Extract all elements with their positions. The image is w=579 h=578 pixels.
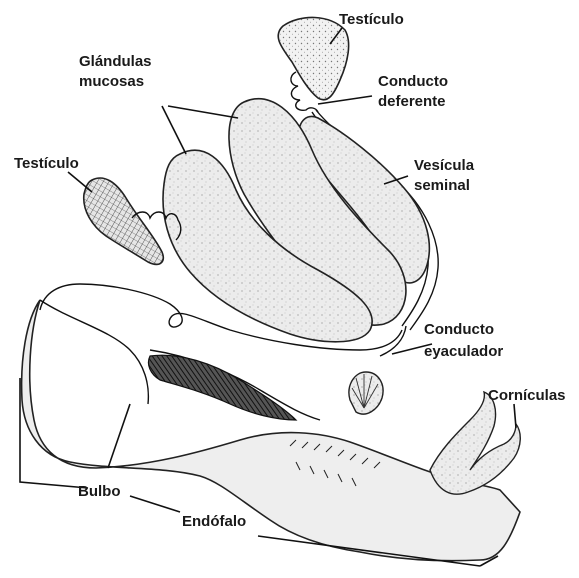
- label-glandulas-line2: mucosas: [79, 73, 144, 90]
- testicle-top-shape: [278, 17, 348, 99]
- label-corniculas: Cornículas: [488, 387, 566, 404]
- bulb-upper-contour: [40, 300, 148, 404]
- label-testiculo-top: Testículo: [339, 11, 404, 28]
- label-conducto-eyaculador-line1: Conducto: [424, 321, 494, 338]
- label-conducto-deferente-line2: deferente: [378, 93, 446, 110]
- label-bulbo: Bulbo: [78, 483, 121, 500]
- bulb-endophallus-body: [22, 300, 520, 561]
- fan-structure: [349, 372, 383, 414]
- label-testiculo-left: Testículo: [14, 155, 79, 172]
- dark-sclerite: [148, 355, 296, 420]
- label-conducto-deferente-line1: Conducto: [378, 73, 448, 90]
- testicle-left-shape: [84, 178, 163, 264]
- label-vesicula-line1: Vesícula: [414, 157, 475, 174]
- cornicles-shape: [430, 392, 520, 494]
- label-conducto-eyaculador-line2: eyaculador: [424, 343, 503, 360]
- label-endofalo: Endófalo: [182, 513, 246, 530]
- label-vesicula-line2: seminal: [414, 177, 470, 194]
- label-glandulas-line1: Glándulas: [79, 53, 152, 70]
